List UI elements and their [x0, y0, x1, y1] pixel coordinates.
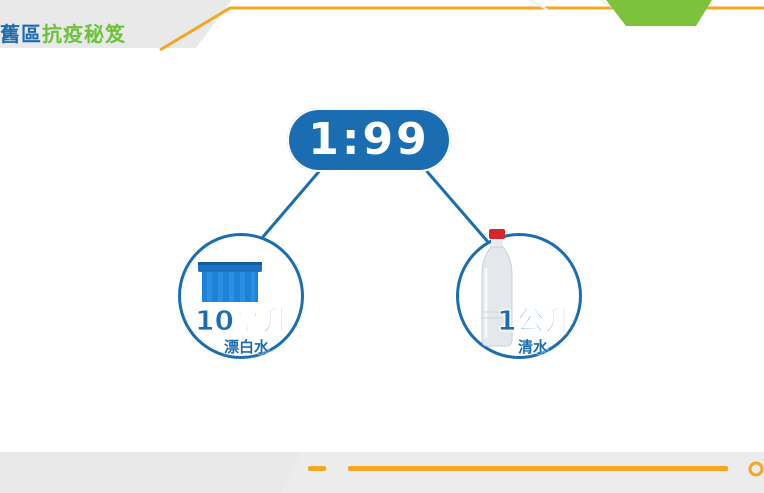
- bottom-accent-bar: [348, 466, 728, 471]
- header-title-part1: 舊區: [0, 22, 42, 46]
- header-title-part2: 抗疫秘笈: [42, 22, 126, 46]
- faint-line: [529, 0, 549, 11]
- ratio-badge: 1:99: [287, 108, 451, 172]
- bleach-amount: 10毫升: [195, 304, 291, 337]
- bottom-band-right: [282, 452, 764, 493]
- connector-left: [260, 167, 324, 239]
- bottom-band-left: [0, 452, 302, 493]
- bleach-label: 漂白水: [224, 338, 270, 356]
- water-circle: [456, 233, 582, 359]
- header-title: 舊區抗疫秘笈: [0, 19, 126, 49]
- bottom-accent-dash: [308, 466, 326, 471]
- water-amount: 1公升: [496, 304, 573, 337]
- header-band: [0, 0, 232, 48]
- top-accent-line: [159, 6, 764, 52]
- bottom-accent-ring: [748, 461, 764, 477]
- green-tab: [606, 0, 712, 26]
- water-label: 清水: [518, 338, 549, 356]
- connector-right: [422, 167, 490, 243]
